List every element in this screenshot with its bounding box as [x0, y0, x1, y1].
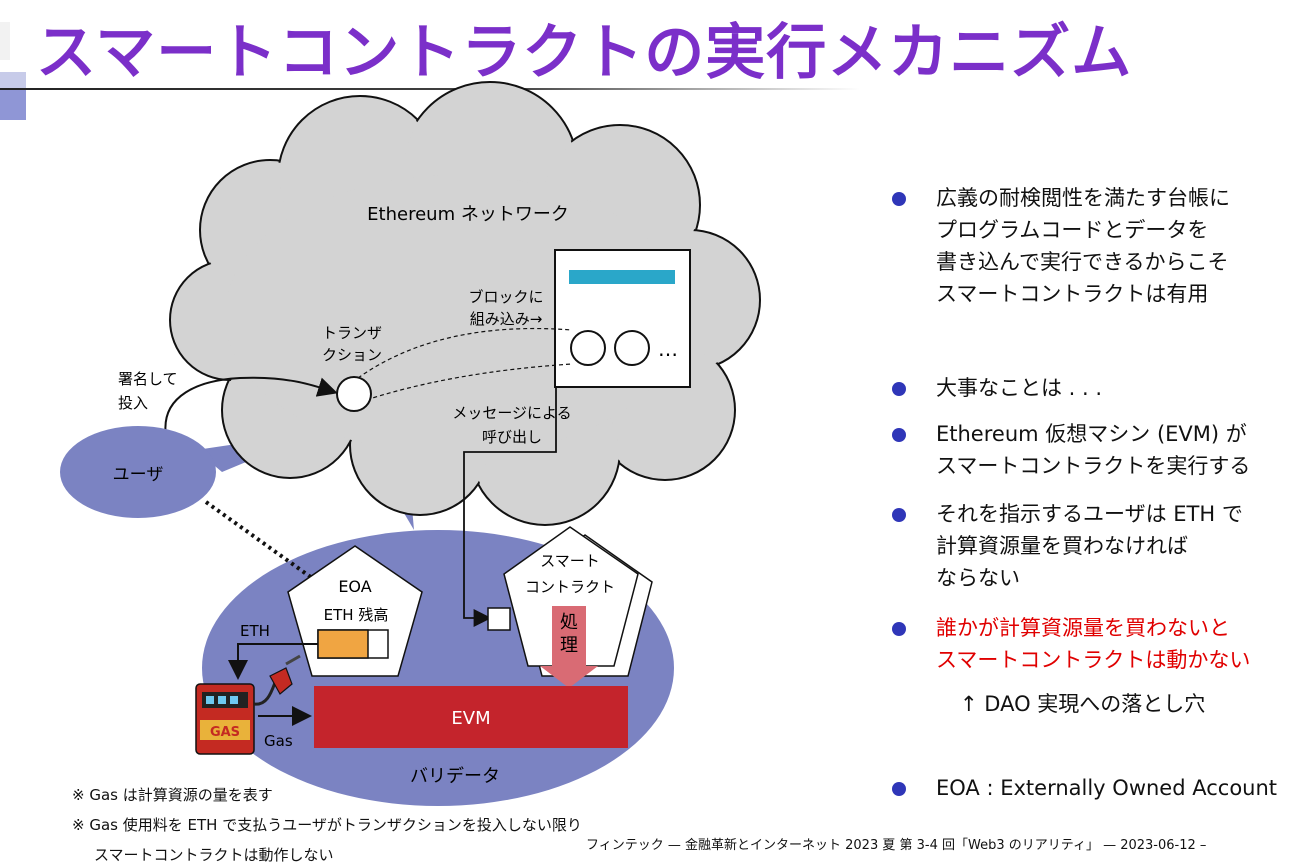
transaction-label-line1: トランザ [322, 324, 382, 342]
bullet-line: Ethereum 仮想マシン (EVM) が [936, 422, 1247, 446]
block-tx-circle [614, 330, 650, 366]
cloud-label: Ethereum ネットワーク [367, 204, 569, 225]
title-accent-light [0, 22, 10, 60]
block-label-line2: 組み込み→ [470, 310, 543, 328]
bullet-line: スマートコントラクトは有用 [936, 282, 1209, 306]
bullet-dot [892, 382, 906, 396]
eth-balance-fill [317, 629, 369, 659]
message-call-arrow [463, 386, 557, 627]
bullet-line: 大事なことは . . . [936, 376, 1103, 400]
bullet-dot [892, 428, 906, 442]
smart-contract-label-line2: コントラクト [525, 578, 615, 596]
page-title: スマートコントラクトの実行メカニズム [36, 18, 1133, 88]
bullet-line: EOA : Externally Owned Account [936, 776, 1278, 800]
title-accent-mid [0, 72, 26, 88]
bullet-line: ならない [936, 566, 1020, 590]
transaction-circle [336, 376, 372, 412]
bullet-line: 広義の耐検閲性を満たす台帳に [936, 186, 1230, 210]
title-accent-dark [0, 88, 26, 120]
bullet-line: それを指示するユーザは ETH で [936, 502, 1243, 526]
gas-pump-icon: GAS [195, 654, 301, 755]
process-label-line1: 処 [560, 612, 578, 633]
contract-entry-notch [487, 607, 511, 631]
process-label-line2: 理 [560, 635, 578, 656]
inclusion-dashed-line [359, 363, 573, 403]
sign-label-line2: 投入 [118, 394, 148, 412]
gas-pump-label: GAS [210, 725, 240, 740]
footnote: スマートコントラクトは動作しない [94, 846, 334, 864]
smart-contract-label-line1: スマート [540, 552, 600, 570]
eoa-label: EOA [338, 577, 371, 596]
block-tx-circle [570, 330, 606, 366]
block-ellipsis: … [658, 337, 678, 361]
gas-label: Gas [264, 732, 293, 750]
bullet-line: スマートコントラクトは動かない [936, 648, 1251, 672]
evm-label: EVM [451, 708, 490, 729]
bullet-line: プログラムコードとデータを [936, 218, 1209, 242]
user-eoa-dotted-link [204, 500, 314, 580]
evm-bar [314, 686, 628, 748]
eth-balance-label: ETH 残高 [324, 606, 389, 624]
process-arrow [540, 606, 598, 688]
bullet-line: 書き込んで実行できるからこそ [936, 250, 1229, 274]
footnote: ※ Gas は計算資源の量を表す [72, 786, 273, 804]
sign-label-line1: 署名して [118, 370, 178, 388]
slide-footer: フィンテック — 金融革新とインターネット 2023 夏 第 3-4 回「Web… [586, 838, 1207, 853]
footnote: ※ Gas 使用料を ETH で支払うユーザがトランザクションを投入しない限り [72, 816, 582, 834]
block-label-line1: ブロックに [468, 288, 543, 306]
bullet-line: 誰かが計算資源量を買わないと [936, 616, 1230, 640]
bullet-dot [892, 782, 906, 796]
title-underline [0, 88, 860, 90]
message-label-line2: 呼び出し [482, 428, 542, 446]
transaction-label-line2: クション [322, 346, 382, 364]
user-bubble [60, 426, 216, 518]
bullet-dot [892, 192, 906, 206]
bullet-line: 計算資源量を買わなければ [936, 534, 1188, 558]
eth-label: ETH [240, 622, 270, 640]
validator-label: バリデータ [410, 766, 500, 787]
eth-payment-arrow [228, 643, 318, 680]
bullet-dot [892, 622, 906, 636]
user-label: ユーザ [113, 465, 164, 485]
inclusion-dashed-line [357, 327, 573, 379]
bullet-line: スマートコントラクトを実行する [936, 454, 1251, 478]
bullet-dot [892, 508, 906, 522]
message-label-line1: メッセージによる [452, 404, 571, 422]
dao-pitfall-note: ↑ DAO 実現への落とし穴 [960, 692, 1206, 716]
sign-submit-arrow [164, 376, 338, 437]
block-header-bar [569, 270, 675, 284]
